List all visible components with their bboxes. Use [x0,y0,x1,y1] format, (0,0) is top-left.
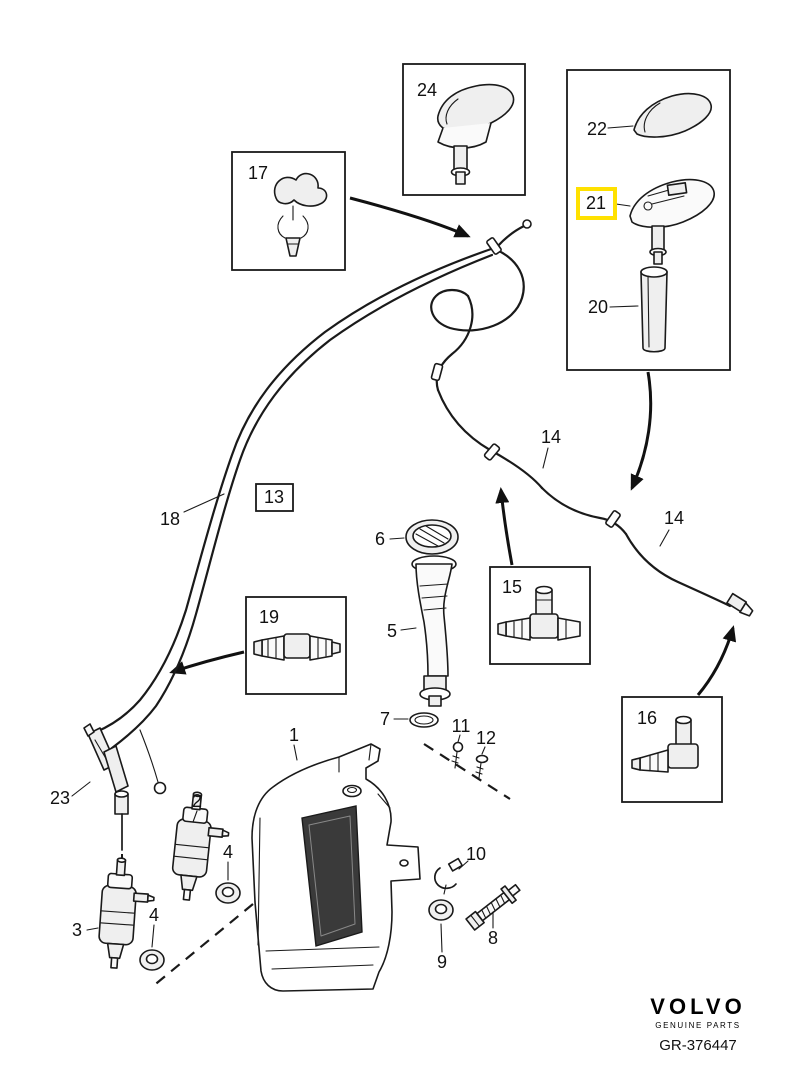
callout-12[interactable]: 12 [476,728,496,748]
callout-8[interactable]: 8 [488,928,498,948]
callout-5[interactable]: 5 [387,621,397,641]
callout-4a[interactable]: 4 [223,842,233,862]
hose-clip-fitting [486,237,502,255]
detail-box-20-21-22: 22 21 20 [566,69,731,371]
callout-17[interactable]: 17 [248,163,268,183]
callout-7[interactable]: 7 [380,709,390,729]
washer-pump-3: 3 [72,857,155,969]
assembly-guide-lines [151,743,511,988]
callout-20[interactable]: 20 [588,297,608,317]
callout-15[interactable]: 15 [502,577,522,597]
screw-11-drawing [452,741,464,753]
detail-box-24: 24 [402,63,526,196]
callout-9[interactable]: 9 [437,952,447,972]
footer: VOLVO GENUINE PARTS GR-376447 [650,994,745,1054]
filler-assembly: 6 5 7 [375,519,459,729]
washer-reservoir-1: 1 [251,725,421,992]
detail-box-15: 15 [489,566,591,665]
detail-box-17: 17 [231,151,346,271]
hose-ends-23 [83,723,167,886]
screw-12-drawing [475,754,489,764]
callout-13[interactable]: 13 [264,487,284,507]
nozzle-cover-22-drawing [633,92,712,138]
highlighted-callout-box-21[interactable] [576,187,617,220]
washer-pump-2: 2 [171,791,230,901]
reference-arrows [169,196,737,696]
hose-end-fitting [522,219,532,229]
arrow-from-box19 [169,650,245,675]
diagram-code: GR-376447 [659,1037,737,1054]
hose-clip-fitting [483,443,501,461]
hose-connector-19-drawing [261,635,285,661]
callout-14b[interactable]: 14 [664,508,684,528]
hose-clip-17-drawing [273,172,328,207]
washer-nozzle-24-drawing [436,83,515,132]
grommet-9: 9 [428,899,454,972]
callout-14a[interactable]: 14 [541,427,561,447]
filler-neck-5-drawing [415,563,453,677]
hose-routing [83,219,754,886]
arrow-from-box15 [495,487,514,566]
arrow-from-box16 [696,625,737,696]
callout-10[interactable]: 10 [466,844,486,864]
callout-3[interactable]: 3 [72,920,82,940]
callout-6[interactable]: 6 [375,529,385,549]
callout-2[interactable]: 2 [192,791,202,811]
callout-21[interactable]: 21 [586,193,606,213]
callout-16[interactable]: 16 [637,708,657,728]
volvo-logo: VOLVO [650,994,745,1019]
hose-clip-fitting [605,510,621,528]
callout-box-13[interactable] [255,483,294,512]
nozzle-sleeve-20-drawing [640,266,668,353]
callout-11[interactable]: 11 [452,716,471,736]
arrow-from-box17 [349,196,471,238]
hose-clip-fitting [430,362,444,382]
callout-4b[interactable]: 4 [149,905,159,925]
volvo-tagline: GENUINE PARTS [655,1021,740,1030]
detail-box-16: 16 [621,696,723,803]
callout-22[interactable]: 22 [587,119,607,139]
arrow-from-box21 [630,371,653,491]
callout-23[interactable]: 23 [50,788,70,808]
mounting-bolt-8: 8 [465,883,521,948]
hose-end-connector [726,592,754,617]
grommet-4b: 4 [139,905,165,971]
sealing-ring-7-drawing [409,712,439,728]
bracket-clip-10: 10 [434,844,486,895]
hose-callouts: 18 13 14 14 23 [50,427,684,808]
callout-19[interactable]: 19 [259,607,279,627]
grommet-4a: 4 [215,842,241,904]
callout-24[interactable]: 24 [417,80,437,100]
callout-1[interactable]: 1 [289,725,299,745]
callout-18[interactable]: 18 [160,509,180,529]
detail-box-19: 19 [245,596,347,695]
screws-11-12: 11 12 [451,716,496,779]
